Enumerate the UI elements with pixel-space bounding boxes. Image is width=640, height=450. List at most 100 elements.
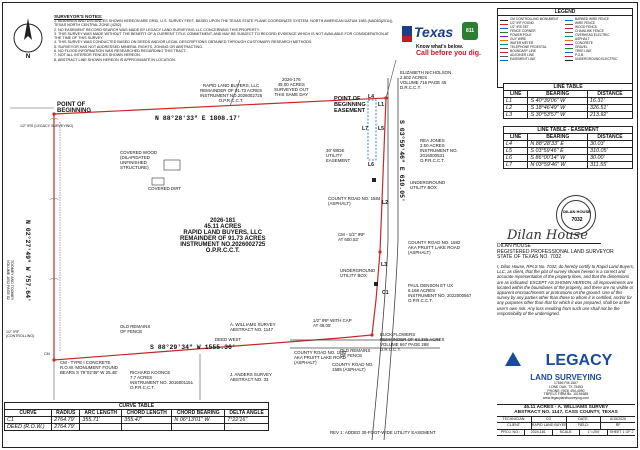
table-cell: L3 bbox=[502, 111, 529, 119]
cm-at-label: CM - 1/2" IRF AT 600.53' bbox=[338, 232, 365, 242]
remains-fence-east-label: OLD REMAINS OF FENCE bbox=[340, 348, 371, 358]
title-cell: 6/15/2026 bbox=[610, 416, 627, 421]
legend-label: TREE LINE bbox=[575, 49, 592, 53]
pob-label: POINT OF BEGINNING bbox=[57, 102, 92, 114]
legend-symbol-icon bbox=[500, 58, 508, 61]
utility-box-icon bbox=[374, 282, 378, 286]
texas-811-line1: Know what's below. bbox=[416, 44, 464, 50]
note-item: 1. BEARINGS AND DISTANCES SHOWN HEREON A… bbox=[54, 19, 394, 28]
adjoiner-line bbox=[385, 59, 397, 99]
monument-icon bbox=[52, 358, 56, 362]
l3-label: L3 bbox=[381, 262, 388, 268]
north-line-bearing: N 88°28'33" E 1808.17' bbox=[155, 115, 241, 122]
note-item: 7. NOT ALL INTERIOR FENCES SHOWN HEREON. bbox=[54, 53, 141, 58]
svg-text:N: N bbox=[26, 54, 30, 60]
legend-row: POWER POLE bbox=[500, 33, 565, 37]
county-road-1585-label: COUNTY ROAD NO. 1585 (ASPHALT) bbox=[332, 362, 374, 372]
title-cells-row: CLIENT:RAPID LAND BUYERS, LLCFIELD:RF bbox=[497, 422, 635, 429]
utility-box-icon bbox=[372, 178, 376, 182]
legend-symbol-icon bbox=[565, 50, 573, 53]
legend-row: UNDERGROUND ELECTRIC bbox=[565, 57, 630, 61]
legend-symbol-icon bbox=[565, 58, 573, 61]
legend-row: BARBED WIRE FENCE bbox=[565, 17, 630, 21]
flag-blue-icon bbox=[402, 26, 412, 36]
buck-flowers-label: BUCK FLOWERS REMAINDER OF 63.335 ACRES V… bbox=[380, 332, 445, 352]
legend-symbol-icon bbox=[500, 42, 508, 45]
legend-symbol-icon bbox=[500, 38, 508, 41]
monument-icon bbox=[52, 112, 56, 116]
richard-koonce-label: RICHARD KOONCE 7.7 ACRES INSTRUMENT NO. … bbox=[130, 370, 194, 390]
signature-script: Dilan House bbox=[507, 228, 588, 243]
monument-icon bbox=[370, 333, 374, 337]
county-road-1584-label: COUNTY ROAD NO. 1584 (ASPHALT) bbox=[328, 196, 381, 206]
legend-symbol-icon bbox=[565, 34, 573, 37]
legend-label: OVERHEAD ELECTRIC bbox=[575, 33, 610, 37]
note-item: 2. NO EASEMENT RECORD SEARCH WAS MADE BY… bbox=[54, 27, 260, 32]
title-line: 45.11 ACRES - A. WILLIAMS SURVEY ABSTRAC… bbox=[497, 404, 635, 416]
covered-dirt-label: COVERED DIRT bbox=[148, 186, 182, 191]
rea-jones-label: REA JONES 3.50 ACRES INSTRUMENT NO. 2016… bbox=[420, 138, 458, 163]
legend-row: CM CONTROLLING MONUMENT bbox=[500, 17, 565, 21]
paul-denson-label: PAUL DENSON ET UX 6.168 ACRES INSTRUMENT… bbox=[408, 283, 472, 303]
north-arrow-icon: N bbox=[10, 14, 46, 60]
south-line-bearing: S 88°29'34" W 1555.36' bbox=[150, 344, 236, 351]
legend-row: OVERHEAD ELECTRIC bbox=[565, 33, 630, 37]
monument-icon bbox=[384, 96, 388, 100]
legend-row: 1/2" IRS SET bbox=[500, 25, 565, 29]
title-cell: DATE: bbox=[567, 416, 602, 423]
legend-symbol-icon bbox=[565, 42, 573, 45]
tree-line bbox=[49, 118, 59, 281]
title-cell: 2024-181 bbox=[525, 429, 553, 436]
logo-address: 17646 FM-1567 LONE OAK, TX 75453 PHONE: … bbox=[542, 381, 590, 401]
legend-symbol-icon bbox=[565, 38, 573, 41]
company-logo: LEGACY LAND SURVEYING 17646 FM-1567 LONE… bbox=[497, 350, 635, 402]
boundary-line bbox=[53, 97, 387, 361]
subtitle-text: ABSTRACT NO. 1147, CASS COUNTY, TEXAS bbox=[514, 410, 618, 416]
legend-label: UNDERGROUND ELECTRIC bbox=[575, 57, 618, 61]
structure-icon bbox=[151, 177, 165, 186]
legend-row: CHAINLINK FENCE bbox=[565, 29, 630, 33]
legend-row: GUY WIRE bbox=[500, 37, 565, 41]
legend-row: GRAVEL bbox=[565, 45, 630, 49]
legend-row: WATER METER bbox=[500, 41, 565, 45]
legend-label: ADJOINER LINE bbox=[510, 53, 535, 57]
structure-icon bbox=[163, 159, 181, 171]
legend-symbol-icon bbox=[500, 30, 508, 33]
legend-row: 1/2" IRF FOUND bbox=[500, 21, 565, 25]
legend-row: WOOD FENCE bbox=[565, 25, 630, 29]
main-parcel-label: 2026-181 45.11 ACRES RAPID LAND BUYERS, … bbox=[180, 218, 266, 254]
irf-south-label: 1/2" IRF (CONTROLLING) bbox=[6, 330, 35, 339]
surveyor-notes: SURVEYOR'S NOTES: 1. BEARINGS AND DISTAN… bbox=[54, 14, 394, 62]
surveyor-seal: DILAN HOUSE 7032 bbox=[556, 195, 596, 235]
l1-label: L1 bbox=[378, 102, 385, 108]
covered-wood-label: COVERED WOOD (DILAPIDATED UNFINISHED STR… bbox=[120, 150, 158, 170]
table-cell bbox=[121, 423, 173, 431]
easement-line bbox=[367, 99, 377, 161]
legend-row: TREE LINE bbox=[565, 49, 630, 53]
legend-symbol-icon bbox=[500, 50, 508, 53]
note-item: 5. SURVEYOR HAS NOT ADDRESSED MINERAL RI… bbox=[54, 44, 204, 49]
title-cell: RF bbox=[615, 423, 621, 428]
note-item: 4. THIS SURVEY WAS CONDUCTED BASED ON DE… bbox=[54, 40, 313, 45]
legend-label: BARBED WIRE FENCE bbox=[575, 17, 610, 21]
signature-license: STATE OF TEXAS NO. 7032 bbox=[497, 254, 562, 261]
legend-label: CONCRETE bbox=[575, 41, 593, 45]
table-cell bbox=[224, 423, 269, 431]
west-line-bearing: N 02°27'49" W 757.64' bbox=[24, 220, 31, 302]
legend-symbol-icon bbox=[565, 22, 573, 25]
texas-811-badge: 811 bbox=[462, 22, 478, 40]
deed-west-label: DEED WEST bbox=[215, 337, 242, 342]
logo-mark-icon: LEGACY bbox=[505, 352, 613, 369]
legend-label: GRAVEL bbox=[575, 45, 588, 49]
legend-label: ASPHALT bbox=[575, 37, 590, 41]
remains-fence-west-label: OLD REMAINS OF FENCE bbox=[120, 324, 151, 334]
logo-brand: LEGACY bbox=[546, 352, 613, 368]
pob-sub-label: 1/2" IRS (LEGACY SURVEYING) bbox=[20, 124, 74, 128]
legend-label: WIRE FENCE bbox=[575, 21, 596, 25]
